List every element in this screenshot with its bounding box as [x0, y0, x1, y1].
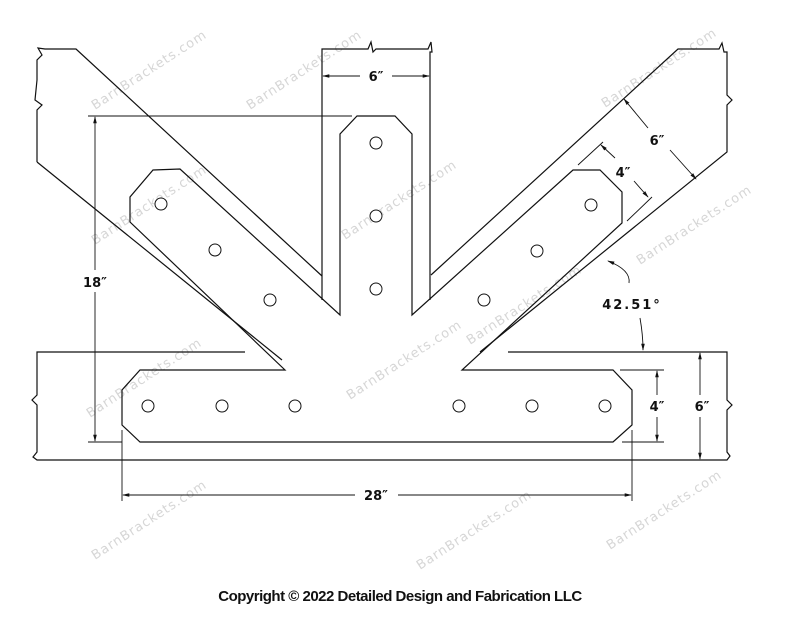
watermark: BarnBrackets.com	[344, 318, 465, 404]
plate-width-label: 4″	[650, 400, 665, 415]
right-brace-timber	[430, 41, 733, 353]
timbers	[31, 39, 733, 461]
bolt-hole	[263, 293, 277, 307]
bolt-hole	[598, 399, 612, 413]
overall-height-label: 18″	[83, 276, 107, 291]
left-brace-timber-lower-edge	[36, 161, 283, 361]
watermark: BarnBrackets.com	[604, 468, 725, 554]
overall-length-label: 28″	[364, 489, 388, 504]
beam-timber	[31, 351, 733, 461]
watermark: BarnBrackets.com	[599, 26, 720, 112]
brace-plate-width-label: 4″	[616, 166, 631, 181]
bolt-hole	[369, 136, 383, 150]
bolt-hole	[525, 399, 539, 413]
bolt-hole	[530, 244, 544, 258]
bolt-hole	[288, 399, 302, 413]
left-brace-timber	[34, 47, 323, 277]
post-width-label: 6″	[369, 70, 384, 85]
brace-width-label: 6″	[650, 134, 665, 149]
bolt-hole	[369, 209, 383, 223]
bolt-hole	[584, 198, 598, 212]
watermark: BarnBrackets.com	[89, 478, 210, 564]
bolt-hole	[452, 399, 466, 413]
watermark: BarnBrackets.com	[339, 158, 460, 244]
brace-angle-label: 42.51°	[602, 298, 662, 313]
bracket-plate	[121, 115, 633, 443]
watermark: BarnBrackets.com	[89, 163, 210, 249]
beam-width-label: 6″	[695, 400, 710, 415]
dimensions: 6″ 18″ 6″ 4″ 42.51° 4″ 6″ 28″	[83, 70, 710, 504]
bolt-hole	[215, 399, 229, 413]
watermark: BarnBrackets.com	[634, 183, 755, 269]
bolt-holes	[141, 136, 612, 413]
watermark: BarnBrackets.com	[244, 28, 365, 114]
bolt-hole	[208, 243, 222, 257]
watermark: BarnBrackets.com	[414, 488, 535, 574]
post-timber	[321, 39, 433, 300]
bolt-hole	[154, 197, 168, 211]
bolt-hole	[141, 399, 155, 413]
bolt-hole	[369, 282, 383, 296]
copyright-text: Copyright © 2022 Detailed Design and Fab…	[218, 588, 582, 605]
bolt-hole	[477, 293, 491, 307]
watermark: BarnBrackets.com	[89, 28, 210, 114]
